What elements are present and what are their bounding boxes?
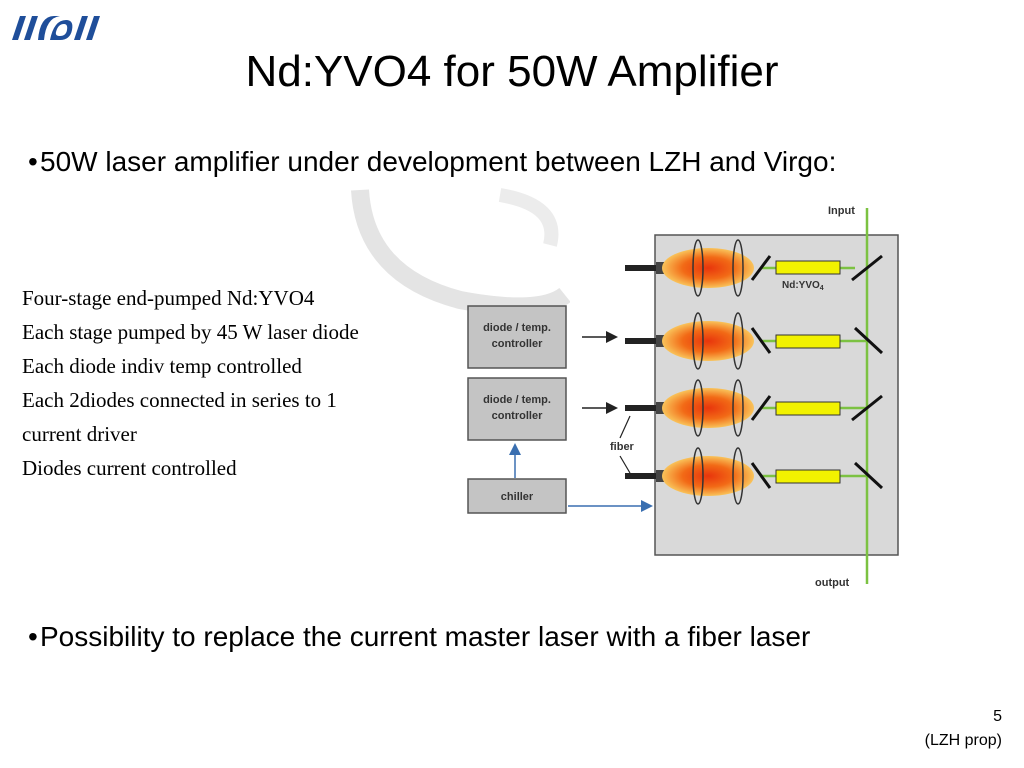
bullet-marker: • — [28, 621, 38, 652]
svg-text:diode / temp.: diode / temp. — [483, 322, 551, 334]
bullet-item-1: • 50W laser amplifier under development … — [0, 143, 960, 181]
slide-title: Nd:YVO4 for 50W Amplifier — [245, 47, 779, 96]
svg-text:diode / temp.: diode / temp. — [483, 394, 551, 406]
detail-line: Four-stage end-pumped Nd:YVO4 — [22, 286, 315, 310]
page-number: 5 — [993, 708, 1002, 725]
controller-box-1: diode / temp. controller — [467, 305, 567, 369]
stage-4 — [625, 447, 884, 505]
detail-line: Each 2diodes connected in series to 1 — [22, 388, 337, 412]
stage-2 — [625, 312, 884, 370]
svg-text:chiller: chiller — [501, 491, 534, 503]
amplifier-diagram: Input output Nd:YVO4 — [467, 205, 899, 589]
stage-1: Nd:YVO4 — [625, 239, 883, 297]
chiller-box: chiller — [467, 478, 567, 514]
crystal-label: Nd:YVO4 — [782, 280, 824, 292]
stage-3 — [625, 379, 883, 437]
bullet-marker: • — [28, 146, 38, 177]
input-label: Input — [828, 205, 855, 217]
detail-line: Each stage pumped by 45 W laser diode — [22, 320, 359, 344]
detail-line: current driver — [22, 422, 137, 446]
institute-logo — [12, 16, 100, 40]
svg-text:controller: controller — [492, 410, 543, 422]
fiber-label: fiber — [610, 441, 635, 453]
bullet-text: 50W laser amplifier under development be… — [40, 146, 837, 177]
output-label: output — [815, 577, 850, 589]
footer-note: (LZH prop) — [924, 732, 1002, 749]
controller-box-2: diode / temp. controller — [467, 377, 567, 441]
detail-line: Each diode indiv temp controlled — [22, 354, 302, 378]
bullet-text: Possibility to replace the current maste… — [40, 621, 811, 652]
bullet-item-2: • Possibility to replace the current mas… — [0, 618, 1024, 656]
svg-text:controller: controller — [492, 338, 543, 350]
detail-line: Diodes current controlled — [22, 456, 237, 480]
watermark-swirl — [351, 188, 570, 315]
detail-list: Four-stage end-pumped Nd:YVO4 Each stage… — [22, 281, 482, 485]
slide-footer: 5 (LZH prop) — [925, 705, 1002, 753]
